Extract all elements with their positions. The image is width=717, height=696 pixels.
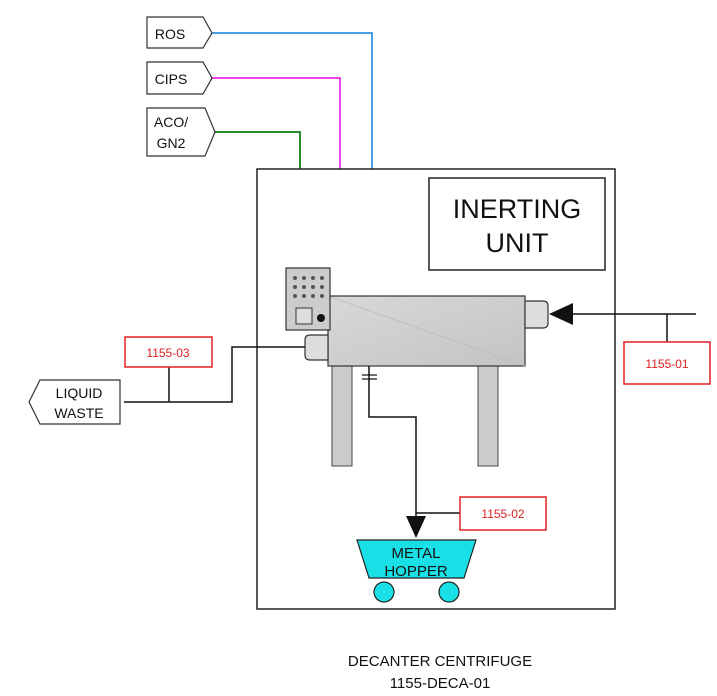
tag-1155-03[interactable]: 1155-03 [124,336,213,368]
cips-label: CIPS [155,71,188,87]
liquid-waste-line [124,346,305,403]
hopper-label-line2: HOPPER [384,563,448,580]
hopper-wheel-right [438,581,460,603]
caption-equipment-id: 1155-DECA-01 [390,675,491,692]
tag-1155-02-label: 1155-02 [481,507,524,521]
aco-gn2-flag[interactable]: ACO/ GN2 [146,107,216,157]
caption-title: DECANTER CENTRIFUGE [348,653,532,670]
centrifuge-leg-right [477,361,499,467]
inerting-unit[interactable]: INERTING UNIT [428,177,606,271]
tag-1155-02[interactable]: 1155-02 [459,496,547,531]
solids-arrow-icon [406,516,426,538]
ros-line [207,32,373,170]
tag-1155-03-label: 1155-03 [146,346,189,360]
metal-hopper[interactable]: METAL HOPPER [356,539,477,603]
tag-1155-01-label: 1155-01 [645,357,688,371]
inerting-unit-line2: UNIT [486,228,549,258]
tag-1155-01[interactable]: 1155-01 [623,341,711,385]
aco-label-line1: ACO/ [154,114,188,130]
ros-label: ROS [155,26,185,42]
aco-line [212,131,301,170]
cips-flag[interactable]: CIPS [146,61,213,95]
solids-line [368,380,417,519]
feed-inlet-nozzle [524,300,549,329]
control-panel[interactable] [285,267,331,331]
liquid-waste-label-line2: WASTE [54,405,103,421]
ros-flag[interactable]: ROS [146,16,213,49]
hopper-label-line1: METAL [392,545,441,562]
aco-label-line2: GN2 [157,135,186,151]
liquid-waste-flag[interactable]: LIQUID WASTE [28,379,121,425]
feed-arrow-icon [549,303,573,325]
centrifuge-leg-left [331,361,353,467]
inerting-unit-line1: INERTING [453,194,582,224]
liquid-outlet-nozzle [304,334,329,361]
hopper-wheel-left [373,581,395,603]
cips-line [207,77,341,170]
liquid-waste-label-line1: LIQUID [56,385,103,401]
decanter-centrifuge[interactable] [327,295,526,367]
